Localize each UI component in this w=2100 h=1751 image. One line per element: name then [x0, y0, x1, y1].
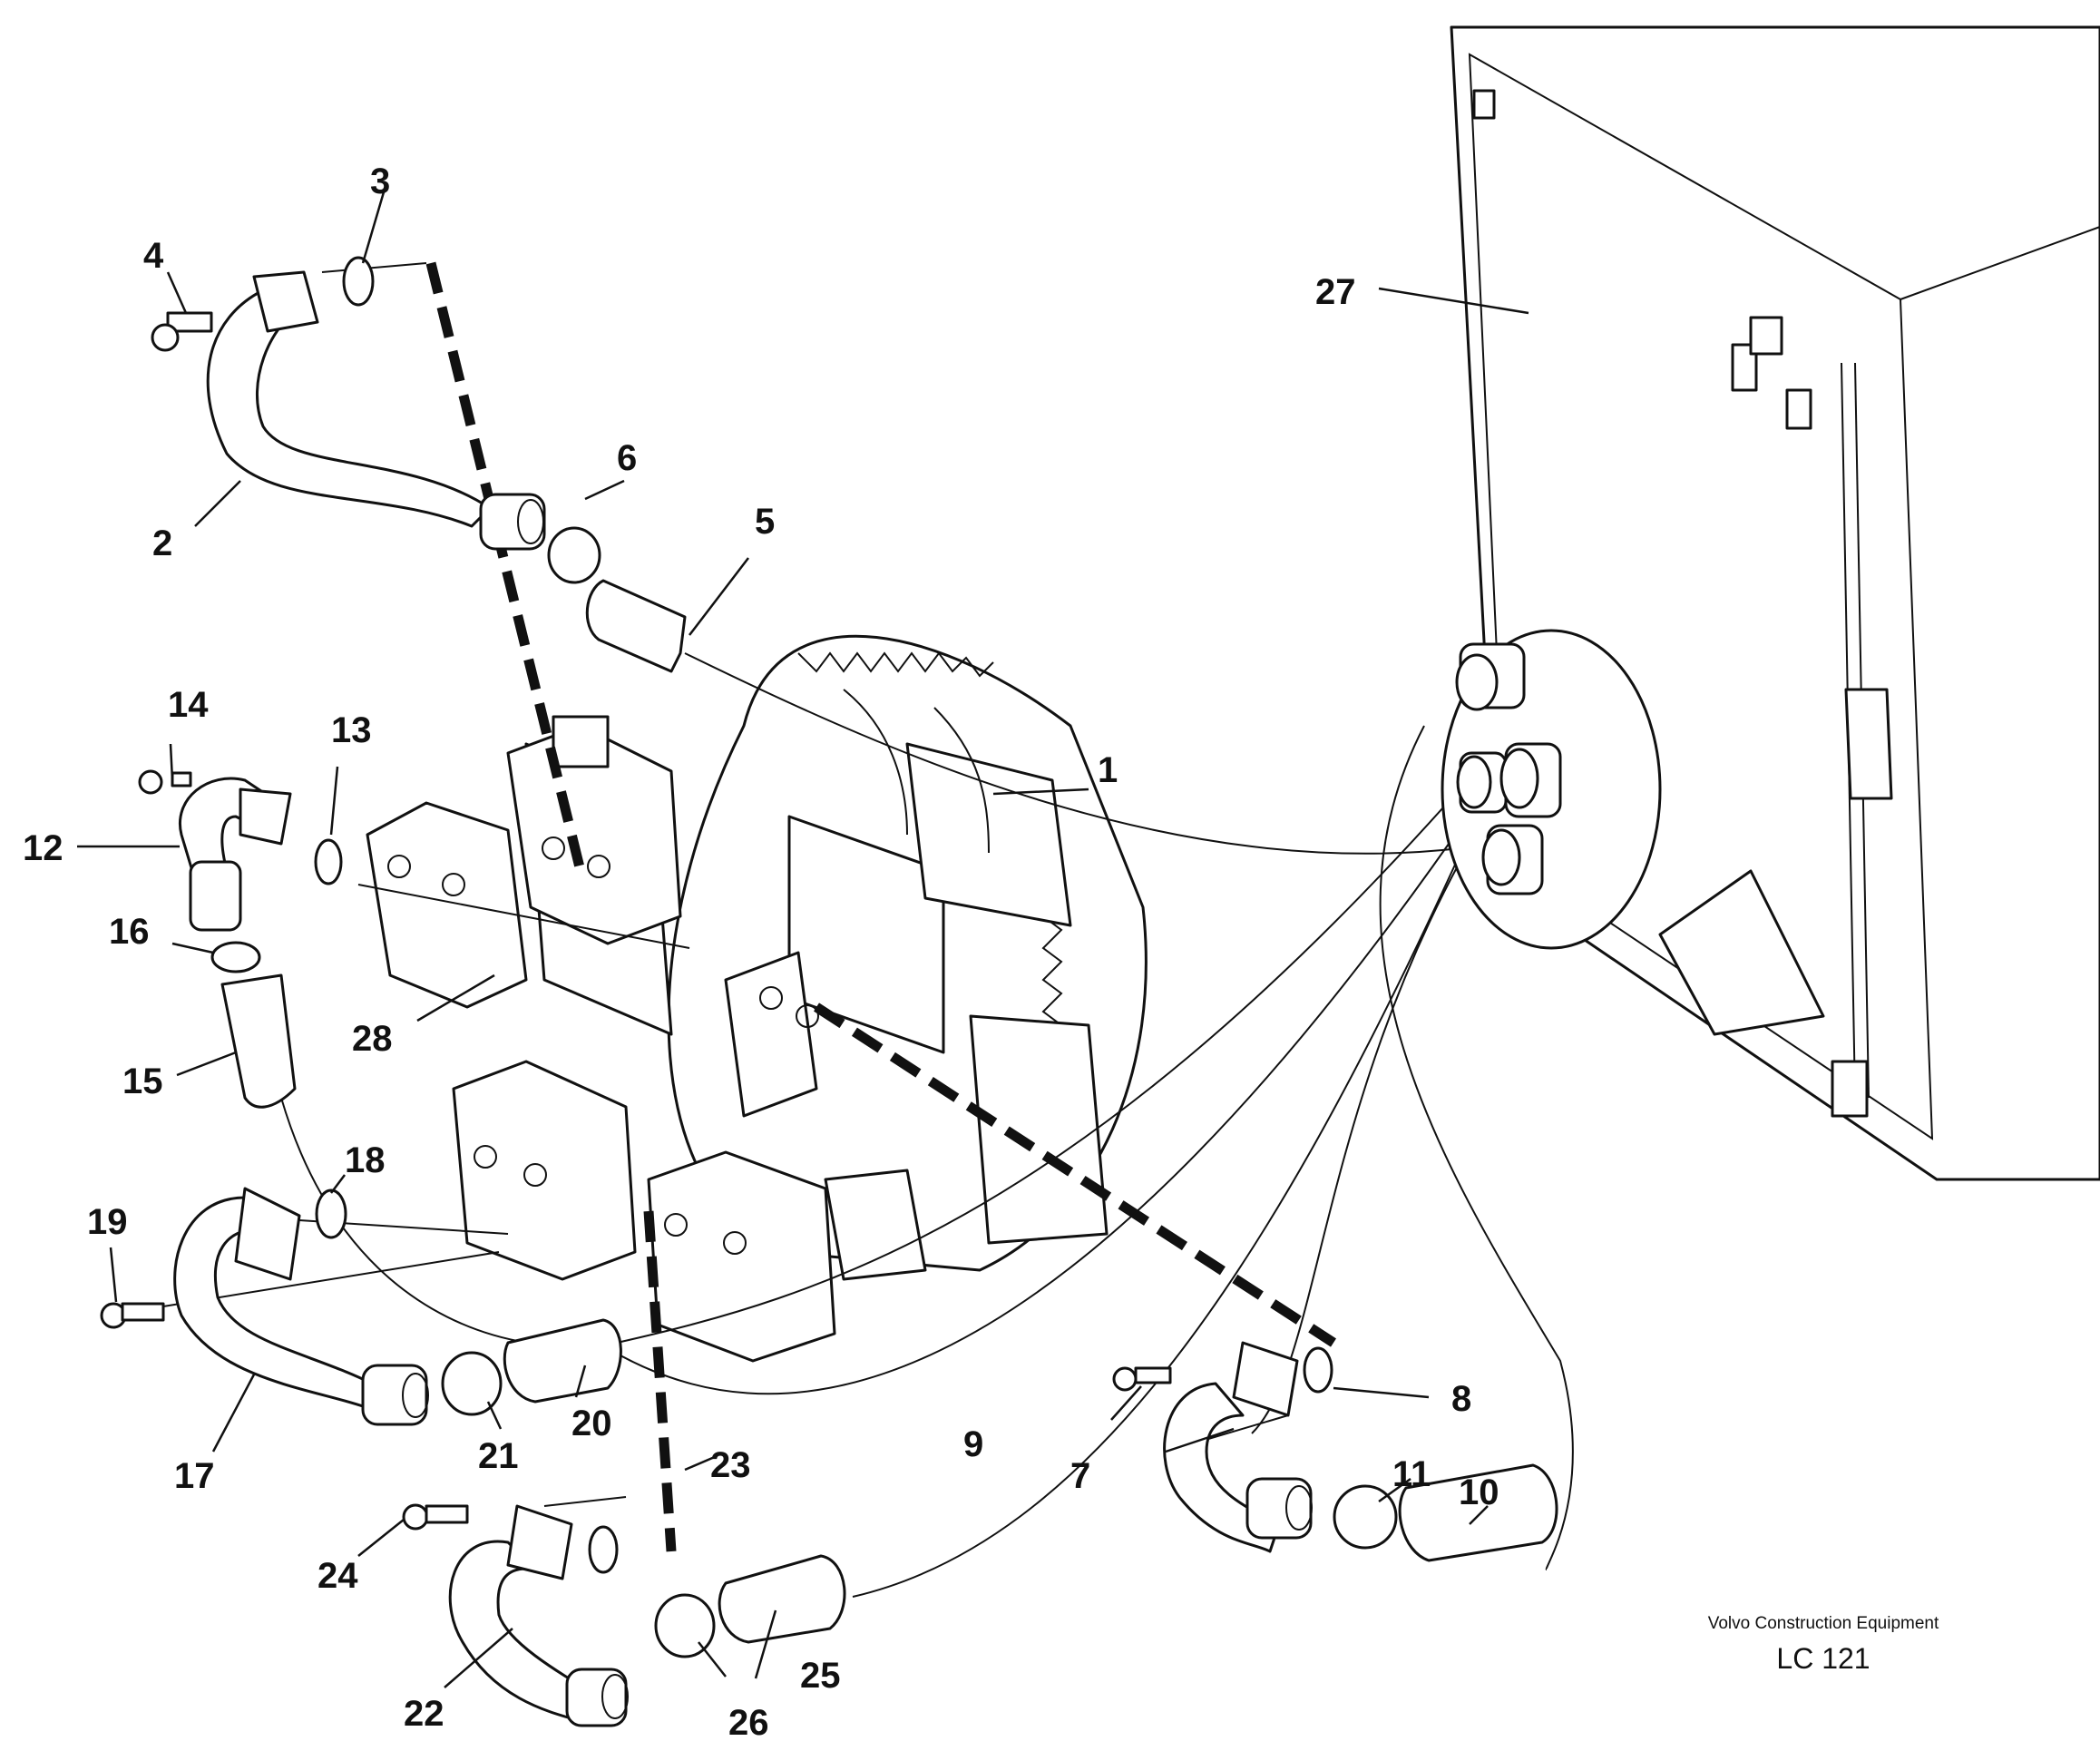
- company-name: Volvo Construction Equipment: [1707, 1614, 1939, 1633]
- hose-20: [503, 1318, 622, 1404]
- callout-8: 8: [1451, 1379, 1471, 1419]
- callout-21: 21: [478, 1436, 519, 1476]
- callout-9: 9: [963, 1424, 983, 1464]
- elbow-12: [179, 777, 292, 932]
- assembly-axis-lines: [425, 261, 1336, 1552]
- callout-27: 27: [1315, 272, 1356, 312]
- hose-10: [1398, 1463, 1558, 1562]
- o-ring-23: [588, 1525, 619, 1574]
- o-ring-3: [342, 256, 375, 307]
- callout-23: 23: [710, 1445, 751, 1485]
- bolt-24: [402, 1503, 469, 1531]
- callout-17: 17: [174, 1456, 215, 1496]
- callout-10: 10: [1459, 1472, 1499, 1512]
- hose-15: [220, 973, 297, 1109]
- callout-15: 15: [122, 1061, 163, 1101]
- callout-6: 6: [617, 438, 637, 478]
- callout-1: 1: [1098, 750, 1118, 790]
- o-ring-8: [1303, 1346, 1333, 1394]
- callout-16: 16: [109, 912, 150, 952]
- bolt-4: [151, 311, 213, 352]
- drawing-code: LC 121: [1776, 1642, 1870, 1675]
- callout-13: 13: [331, 710, 372, 750]
- o-ring-18: [315, 1189, 347, 1239]
- callout-5: 5: [755, 502, 775, 542]
- pump-block-lower: [452, 1060, 927, 1363]
- radiator-hose-spigots: [1441, 629, 1662, 950]
- callout-26: 26: [728, 1703, 769, 1743]
- hose-25: [718, 1554, 846, 1644]
- bolt-14: [138, 769, 192, 795]
- pipe-17: [173, 1187, 429, 1426]
- callout-4: 4: [143, 236, 164, 276]
- callout-11: 11: [1392, 1454, 1431, 1494]
- hose-5: [585, 579, 687, 673]
- hose-clamp-16: [210, 941, 261, 973]
- pump-block-upper: [366, 715, 819, 1118]
- hose-clamp-6: [547, 526, 601, 584]
- callout-labels: 1 2 3 4 5 6 7 8 9 10 11 12 13 14 15 16 1…: [23, 161, 1499, 1743]
- callout-14: 14: [168, 685, 209, 725]
- radiator-panel: [1450, 25, 2100, 1181]
- callout-18: 18: [345, 1140, 386, 1180]
- bolt-19: [100, 1302, 165, 1329]
- callout-28: 28: [352, 1019, 393, 1059]
- drawing-caption: Volvo Construction Equipment LC 121: [1669, 1613, 1978, 1676]
- hose-clamp-26: [654, 1593, 716, 1658]
- pipe-2: [206, 270, 492, 528]
- callout-19: 19: [87, 1202, 128, 1242]
- callout-20: 20: [571, 1404, 612, 1443]
- callout-3: 3: [370, 161, 390, 201]
- pipe-7: [1163, 1341, 1313, 1553]
- hose-clamp-21: [441, 1351, 503, 1416]
- callout-25: 25: [800, 1656, 841, 1696]
- callout-12: 12: [23, 828, 63, 868]
- callout-7: 7: [1070, 1456, 1090, 1496]
- bolt-9: [1112, 1366, 1172, 1392]
- leader-lines: [77, 185, 1529, 1688]
- pipe-2-end: [479, 493, 546, 551]
- callout-22: 22: [404, 1694, 444, 1734]
- o-ring-13: [314, 838, 343, 885]
- pipe-22: [448, 1504, 629, 1727]
- callout-24: 24: [317, 1556, 358, 1596]
- callout-2: 2: [152, 523, 172, 563]
